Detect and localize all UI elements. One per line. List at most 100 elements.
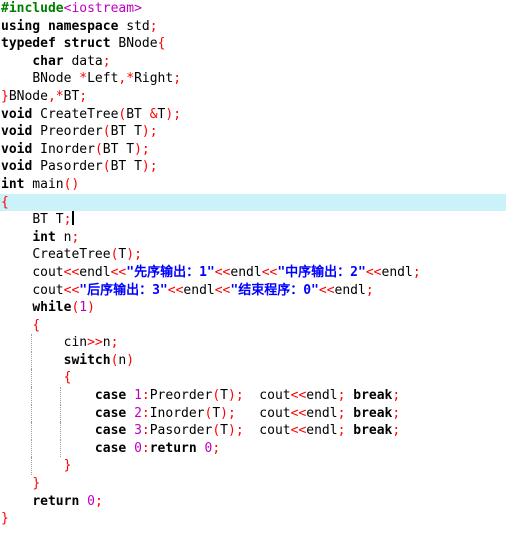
indent-guide: [30, 457, 32, 476]
brace-token: }: [1, 88, 9, 104]
code-line[interactable]: switch(n): [0, 351, 506, 370]
operator-token: ;: [392, 405, 401, 421]
operator-token: );: [141, 124, 158, 140]
code-line[interactable]: BT T;: [0, 211, 506, 229]
identifier-token: endl: [306, 423, 338, 439]
identifier-token: endl: [306, 405, 338, 421]
indent-space: [1, 230, 32, 245]
keyword-token: return: [149, 440, 197, 456]
code-line[interactable]: void Pasorder(BT T);: [0, 158, 506, 176]
operator-token: <<: [290, 423, 307, 439]
code-line[interactable]: char data;: [0, 53, 506, 71]
indent-guide: [59, 387, 61, 405]
indent-guide: [30, 369, 32, 388]
code-line[interactable]: void Preorder(BT T);: [0, 123, 506, 141]
operator-token: :: [141, 388, 150, 404]
indent-space: [1, 494, 32, 509]
operator-token: :: [141, 405, 150, 421]
identifier-token: endl: [334, 282, 366, 298]
identifier-token: Right: [134, 71, 174, 87]
identifier-token: [126, 388, 134, 403]
code-line[interactable]: }: [0, 457, 506, 476]
indent-space: [1, 283, 32, 298]
number-literal-token: 3: [134, 423, 142, 439]
code-line[interactable]: case 3:Pasorder(T); cout<<endl; break;: [0, 422, 506, 440]
indent-space: [1, 335, 64, 350]
operator-token: >>: [87, 335, 103, 351]
operator-token: (: [110, 247, 119, 263]
identifier-token: BNode: [110, 36, 158, 52]
code-line[interactable]: int main(): [0, 176, 506, 194]
operator-token: <<: [261, 264, 278, 280]
code-line[interactable]: BNode *Left,*Right;: [0, 70, 506, 88]
identifier-token: T: [157, 106, 166, 122]
code-line[interactable]: cin>>n;: [0, 334, 506, 352]
keyword-token: case: [94, 388, 127, 404]
code-line[interactable]: while(1): [0, 299, 506, 317]
identifier-token: BT: [126, 106, 150, 122]
identifier-token: data: [63, 53, 103, 69]
operator-token: :: [141, 440, 150, 456]
number-literal-token: 1: [79, 300, 88, 316]
identifier-token: main: [24, 176, 64, 192]
code-line[interactable]: typedef struct BNode{: [0, 35, 506, 53]
code-line[interactable]: }BNode,*BT;: [0, 88, 506, 106]
operator-token: ;: [365, 282, 374, 298]
operator-token: ;: [94, 493, 103, 509]
operator-token: ;: [110, 335, 119, 351]
operator-token: );: [220, 405, 236, 421]
code-line[interactable]: cout<<"后序输出：3"<<endl<<"结束程序：0"<<endl;: [0, 282, 506, 300]
code-line[interactable]: {: [0, 317, 506, 335]
code-line[interactable]: #include<iostream>: [0, 0, 506, 18]
keyword-token: switch: [63, 352, 111, 368]
indent-space: [1, 458, 64, 473]
identifier-token: endl: [183, 282, 215, 298]
code-line[interactable]: {: [0, 193, 506, 212]
code-line[interactable]: int n;: [0, 229, 506, 247]
code-line[interactable]: case 0:return 0;: [0, 439, 506, 458]
identifier-token: BNode: [8, 88, 48, 104]
keyword-token: while: [32, 300, 72, 316]
code-line[interactable]: case 1:Preorder(T); cout<<endl; break;: [0, 387, 506, 405]
code-line[interactable]: CreateTree(T);: [0, 246, 506, 264]
indent-guide: [30, 387, 32, 405]
operator-token: ;: [173, 71, 182, 87]
identifier-token: n: [118, 352, 127, 368]
code-line[interactable]: {: [0, 369, 506, 388]
identifier-token: BT: [63, 88, 80, 104]
operator-token: <<: [63, 282, 80, 298]
operator-token: *: [79, 71, 88, 87]
code-line[interactable]: return 0;: [0, 493, 506, 511]
indent-guide: [30, 351, 32, 370]
indent-space: [1, 476, 32, 491]
code-line[interactable]: void Inorder(BT T);: [0, 141, 506, 159]
operator-token: (: [212, 423, 221, 439]
brace-token: }: [63, 458, 72, 474]
keyword-token: case: [94, 405, 127, 421]
identifier-token: Pasorder: [32, 159, 103, 175]
code-line[interactable]: }: [0, 510, 506, 528]
identifier-token: BT T: [110, 159, 142, 175]
code-line[interactable]: case 2:Inorder(T); cout<<endl; break;: [0, 404, 506, 423]
identifier-token: n: [102, 335, 111, 351]
operator-token: ;: [337, 388, 346, 404]
operator-token: <<: [63, 264, 80, 280]
identifier-token: [40, 19, 48, 34]
operator-token: ;: [412, 264, 421, 280]
code-line[interactable]: cout<<endl<<"先序输出：1"<<endl<<"中序输出：2"<<en…: [0, 264, 506, 282]
identifier-token: endl: [306, 388, 338, 404]
operator-token: <<: [365, 264, 382, 280]
code-line[interactable]: void CreateTree(BT &T);: [0, 106, 506, 124]
code-line[interactable]: using namespace std;: [0, 18, 506, 36]
keyword-token: char: [32, 53, 64, 69]
operator-token: (: [102, 124, 111, 140]
indent-space: [1, 265, 32, 280]
identifier-token: Left: [87, 71, 119, 87]
operator-token: <<: [167, 282, 184, 298]
identifier-token: std: [118, 18, 150, 34]
keyword-token: case: [94, 440, 127, 456]
code-line[interactable]: }: [0, 475, 506, 493]
identifier-token: cout: [32, 282, 64, 298]
keyword-token: void: [1, 124, 33, 140]
